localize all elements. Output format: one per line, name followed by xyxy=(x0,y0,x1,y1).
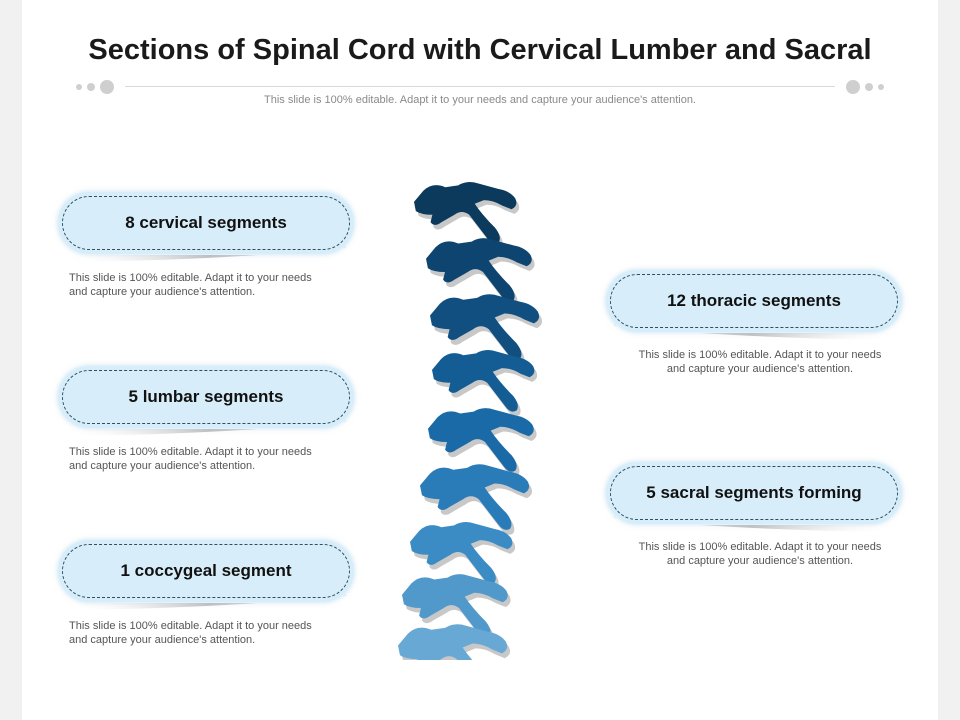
section-card-sacral: 5 sacral segments forming xyxy=(606,462,902,532)
section-description: This slide is 100% editable. Adapt it to… xyxy=(638,541,882,567)
section-pill: 8 cervical segments xyxy=(58,192,354,254)
section-description: This slide is 100% editable. Adapt it to… xyxy=(69,446,312,472)
vertebra-icon xyxy=(426,238,535,307)
vertebra-icon xyxy=(398,624,511,660)
divider-dot xyxy=(76,84,82,90)
spine-icon xyxy=(398,182,543,660)
vertebra-icon xyxy=(432,350,538,417)
section-label: 1 coccygeal segment xyxy=(62,544,350,598)
section-description: This slide is 100% editable. Adapt it to… xyxy=(638,349,882,375)
slide-subtitle: This slide is 100% editable. Adapt it to… xyxy=(264,94,696,106)
section-description: This slide is 100% editable. Adapt it to… xyxy=(69,272,312,298)
divider-dot xyxy=(878,84,884,90)
section-label: 5 sacral segments forming xyxy=(610,466,898,520)
section-label: 8 cervical segments xyxy=(62,196,350,250)
vertebra-icon xyxy=(410,522,516,589)
title-divider xyxy=(125,86,835,87)
section-pill: 12 thoracic segments xyxy=(606,270,902,332)
section-label: 12 thoracic segments xyxy=(610,274,898,328)
divider-dot xyxy=(846,80,860,94)
vertebra-icon xyxy=(420,464,533,535)
vertebra-icon xyxy=(414,182,520,249)
divider-dot xyxy=(100,80,114,94)
slide-title: Sections of Spinal Cord with Cervical Lu… xyxy=(88,34,872,66)
section-label: 5 lumbar segments xyxy=(62,370,350,424)
vertebra-icon xyxy=(402,574,511,643)
section-description: This slide is 100% editable. Adapt it to… xyxy=(69,620,312,646)
section-card-thoracic: 12 thoracic segments xyxy=(606,270,902,340)
section-card-lumbar: 5 lumbar segments xyxy=(58,366,354,436)
section-card-coccygeal: 1 coccygeal segment xyxy=(58,540,354,610)
vertebra-icon xyxy=(430,294,543,365)
divider-dot xyxy=(87,83,95,91)
section-pill: 5 lumbar segments xyxy=(58,366,354,428)
divider-dot xyxy=(865,83,873,91)
section-pill: 1 coccygeal segment xyxy=(58,540,354,602)
section-pill: 5 sacral segments forming xyxy=(606,462,902,524)
section-card-cervical: 8 cervical segments xyxy=(58,192,354,262)
vertebra-icon xyxy=(428,408,537,477)
